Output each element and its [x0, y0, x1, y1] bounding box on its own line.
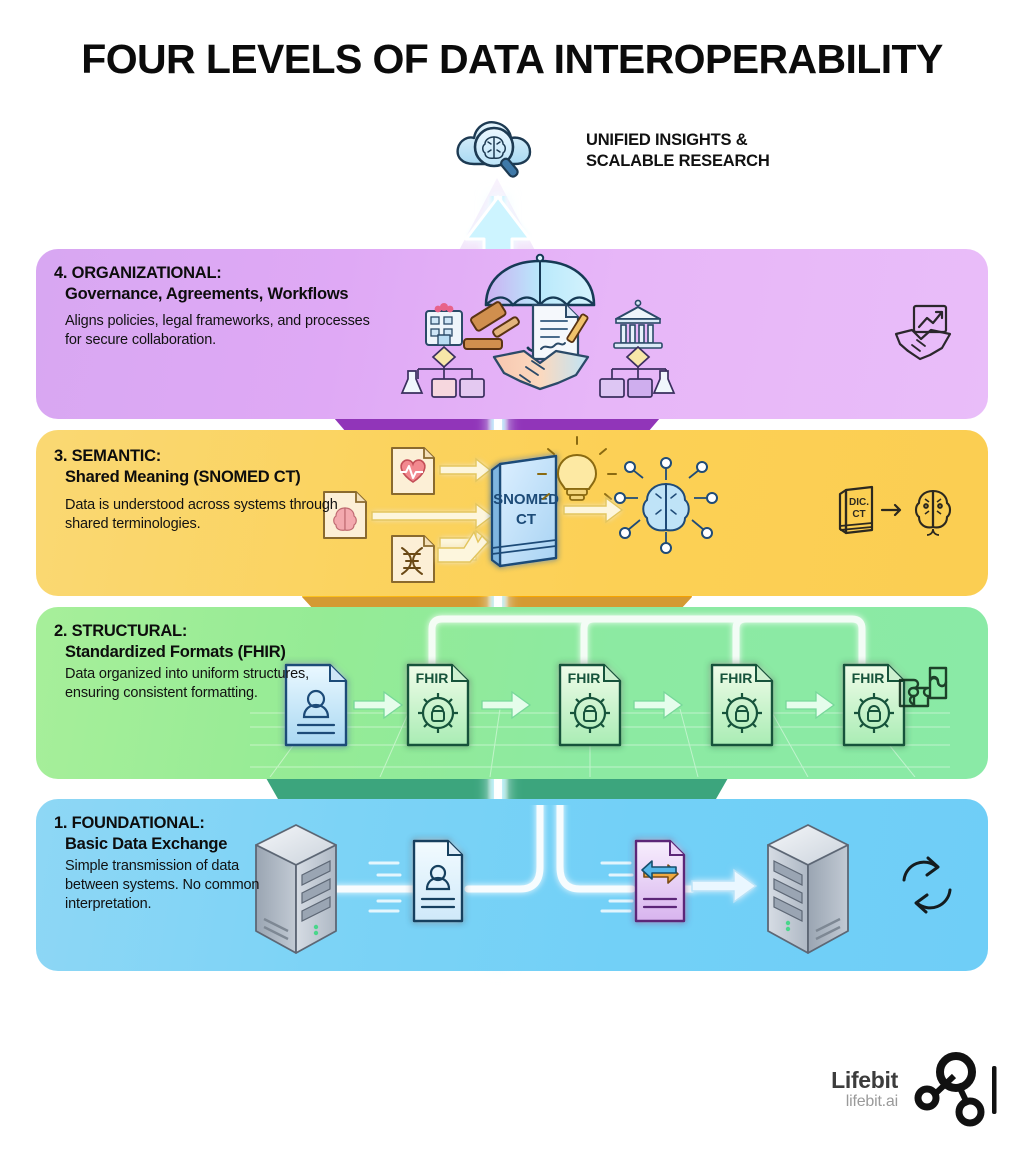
heart-ecg-document-icon — [391, 447, 435, 495]
server-icon — [767, 824, 849, 954]
server-icon — [255, 824, 337, 954]
level-2-artwork: FHIR FHIR — [250, 615, 950, 777]
lifebit-node-graph-logo — [914, 1052, 997, 1127]
level-2-heading: 2. STRUCTURAL: Standardized Formats (FHI… — [54, 621, 322, 663]
level-1-number: 1. — [54, 814, 68, 832]
level-4-artwork — [400, 253, 676, 398]
level-3-artwork: SNOMED CT — [323, 436, 718, 583]
level-2-description: Data organized into uniform structures, … — [65, 666, 309, 702]
gavel-icon — [463, 301, 520, 350]
arrow-right-icon — [880, 503, 902, 517]
level-1-name: FOUNDATIONAL: — [71, 814, 205, 832]
hospital-icon — [425, 303, 463, 346]
level-4-description: Aligns policies, legal frameworks, and p… — [65, 313, 370, 349]
apex-cloud-group — [452, 112, 542, 190]
level-2-name: STRUCTURAL: — [71, 622, 188, 640]
arrow-right-icon — [691, 868, 758, 904]
dna-document-icon — [391, 535, 435, 583]
fhir-label: FHIR — [416, 670, 449, 686]
puzzle-pieces-icon — [898, 666, 948, 708]
cloud-magnifier-brain-icon — [456, 121, 532, 178]
dictionary-to-brain-icon: DIC. CT — [838, 485, 952, 536]
level-1-artwork — [255, 805, 849, 954]
level-1-description: Simple transmission of data between syst… — [65, 858, 260, 912]
apex-label-line2: SCALABLE RESEARCH — [586, 152, 770, 171]
gear-lock-icon — [570, 693, 610, 733]
gear-lock-icon — [854, 693, 894, 733]
level-band-foundational[interactable]: 1. FOUNDATIONAL: Basic Data Exchange Sim… — [36, 799, 988, 971]
data-pipes — [428, 615, 866, 669]
handshake-growth-chart-icon — [894, 304, 952, 361]
footer-brand: Lifebit lifebit.ai — [831, 1050, 998, 1128]
level-4-name: ORGANIZATIONAL: — [71, 264, 222, 282]
apex-label: UNIFIED INSIGHTS & SCALABLE RESEARCH — [586, 130, 886, 173]
handshake-icon — [492, 349, 590, 391]
speed-lines — [368, 861, 634, 913]
level-4-number: 4. — [54, 264, 68, 282]
brand-text: Lifebit lifebit.ai — [831, 1068, 898, 1110]
exchange-arrows-icon — [641, 860, 679, 884]
fhir-label: FHIR — [568, 670, 601, 686]
fhir-label: FHIR — [852, 670, 885, 686]
level-4-heading: 4. ORGANIZATIONAL: Governance, Agreement… — [54, 263, 384, 305]
snomed-ct-book-icon: SNOMED CT — [490, 454, 559, 568]
fhir-document-icon: FHIR — [710, 663, 774, 747]
brand-url: lifebit.ai — [845, 1092, 898, 1110]
level-3-description: Data is understood across systems throug… — [65, 497, 338, 533]
level-2-subtitle: Standardized Formats (FHIR) — [65, 643, 286, 662]
page-title: FOUR LEVELS OF DATA INTEROPERABILITY — [81, 36, 943, 82]
brand-name: Lifebit — [831, 1066, 898, 1093]
svg-text:DIC.: DIC. — [849, 497, 869, 508]
lab-flask-icon — [400, 370, 676, 394]
fhir-document-icon: FHIR — [558, 663, 622, 747]
fhir-document-group: FHIR FHIR — [406, 663, 906, 747]
level-3-heading: 3. SEMANTIC: Shared Meaning (SNOMED CT) — [54, 446, 384, 488]
level-4-text: 4. ORGANIZATIONAL: Governance, Agreement… — [54, 263, 384, 350]
gear-lock-icon — [722, 693, 762, 733]
snomed-label-line2: CT — [516, 511, 536, 528]
level-1-text: 1. FOUNDATIONAL: Basic Data Exchange Sim… — [54, 813, 286, 914]
level-band-organizational[interactable]: 4. ORGANIZATIONAL: Governance, Agreement… — [36, 249, 988, 419]
sync-arrows-icon — [902, 856, 952, 914]
fhir-document-icon: FHIR — [406, 663, 470, 747]
level-3-text: 3. SEMANTIC: Shared Meaning (SNOMED CT) … — [54, 446, 384, 534]
lightbulb-icon — [537, 436, 617, 501]
apex-label-line1: UNIFIED INSIGHTS & — [586, 131, 748, 149]
fhir-label: FHIR — [720, 670, 753, 686]
arrow-right-icon — [563, 496, 624, 524]
level-2-text: 2. STRUCTURAL: Standardized Formats (FHI… — [54, 621, 322, 703]
fhir-document-icon: FHIR — [842, 663, 906, 747]
patient-record-document-icon — [412, 839, 464, 923]
level-3-number: 3. — [54, 447, 68, 465]
level-band-semantic[interactable]: 3. SEMANTIC: Shared Meaning (SNOMED CT) … — [36, 430, 988, 596]
snomed-label-line1: SNOMED — [493, 491, 559, 508]
government-building-icon — [613, 299, 663, 349]
level-band-structural[interactable]: 2. STRUCTURAL: Standardized Formats (FHI… — [36, 607, 988, 779]
level-1-heading: 1. FOUNDATIONAL: Basic Data Exchange — [54, 813, 286, 855]
gear-lock-icon — [418, 693, 458, 733]
level-1-subtitle: Basic Data Exchange — [65, 835, 228, 854]
data-exchange-document-icon — [634, 839, 686, 923]
patient-record-document-icon — [284, 663, 348, 747]
level-3-subtitle: Shared Meaning (SNOMED CT) — [65, 468, 301, 487]
dictionary-book-icon: DIC. CT — [838, 485, 874, 535]
level-2-number: 2. — [54, 622, 68, 640]
workflow-nodes — [400, 345, 676, 398]
level-4-subtitle: Governance, Agreements, Workflows — [65, 285, 349, 304]
brain-document-icon — [323, 491, 367, 539]
arrow-right-icon — [353, 690, 836, 720]
svg-text:CT: CT — [852, 509, 865, 520]
brain-icon — [914, 489, 952, 536]
ai-brain-network-icon — [614, 457, 718, 554]
signed-contract-icon — [531, 303, 589, 361]
level-3-name: SEMANTIC: — [71, 447, 162, 465]
